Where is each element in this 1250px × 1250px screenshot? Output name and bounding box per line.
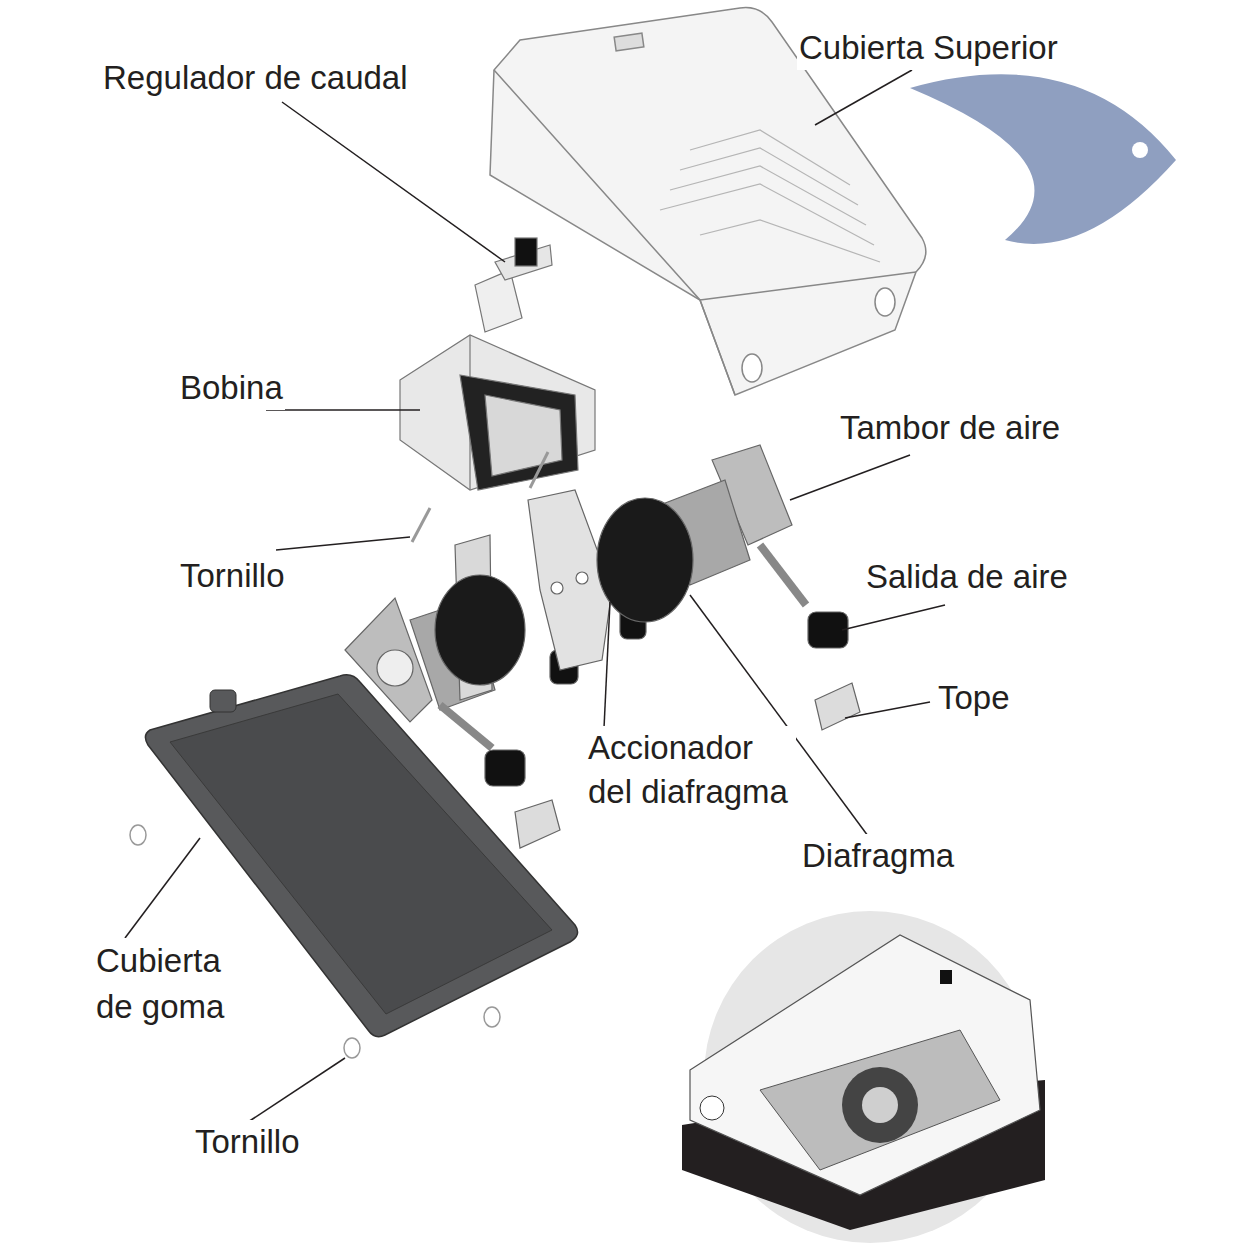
part-label: Tornillo — [178, 554, 287, 598]
part-label: Tambor de aire — [838, 406, 1062, 450]
part-label: Accionador del diafragma — [586, 726, 796, 814]
part-label: Diafragma — [800, 834, 956, 878]
coil — [400, 335, 595, 490]
part-label: Cubierta de goma — [94, 938, 244, 1030]
part-label: Cubierta Superior — [797, 26, 1060, 70]
part-label: Salida de aire — [864, 555, 1070, 599]
part-label: Regulador de caudal — [101, 56, 410, 100]
assembled-inset — [682, 911, 1045, 1243]
part-label: Bobina — [178, 366, 285, 410]
flow-regulator — [475, 238, 552, 332]
part-label: Tornillo — [193, 1120, 302, 1164]
fish-eye — [1132, 142, 1148, 158]
fish-logo — [910, 74, 1176, 244]
part-label: Tope — [936, 676, 1012, 720]
